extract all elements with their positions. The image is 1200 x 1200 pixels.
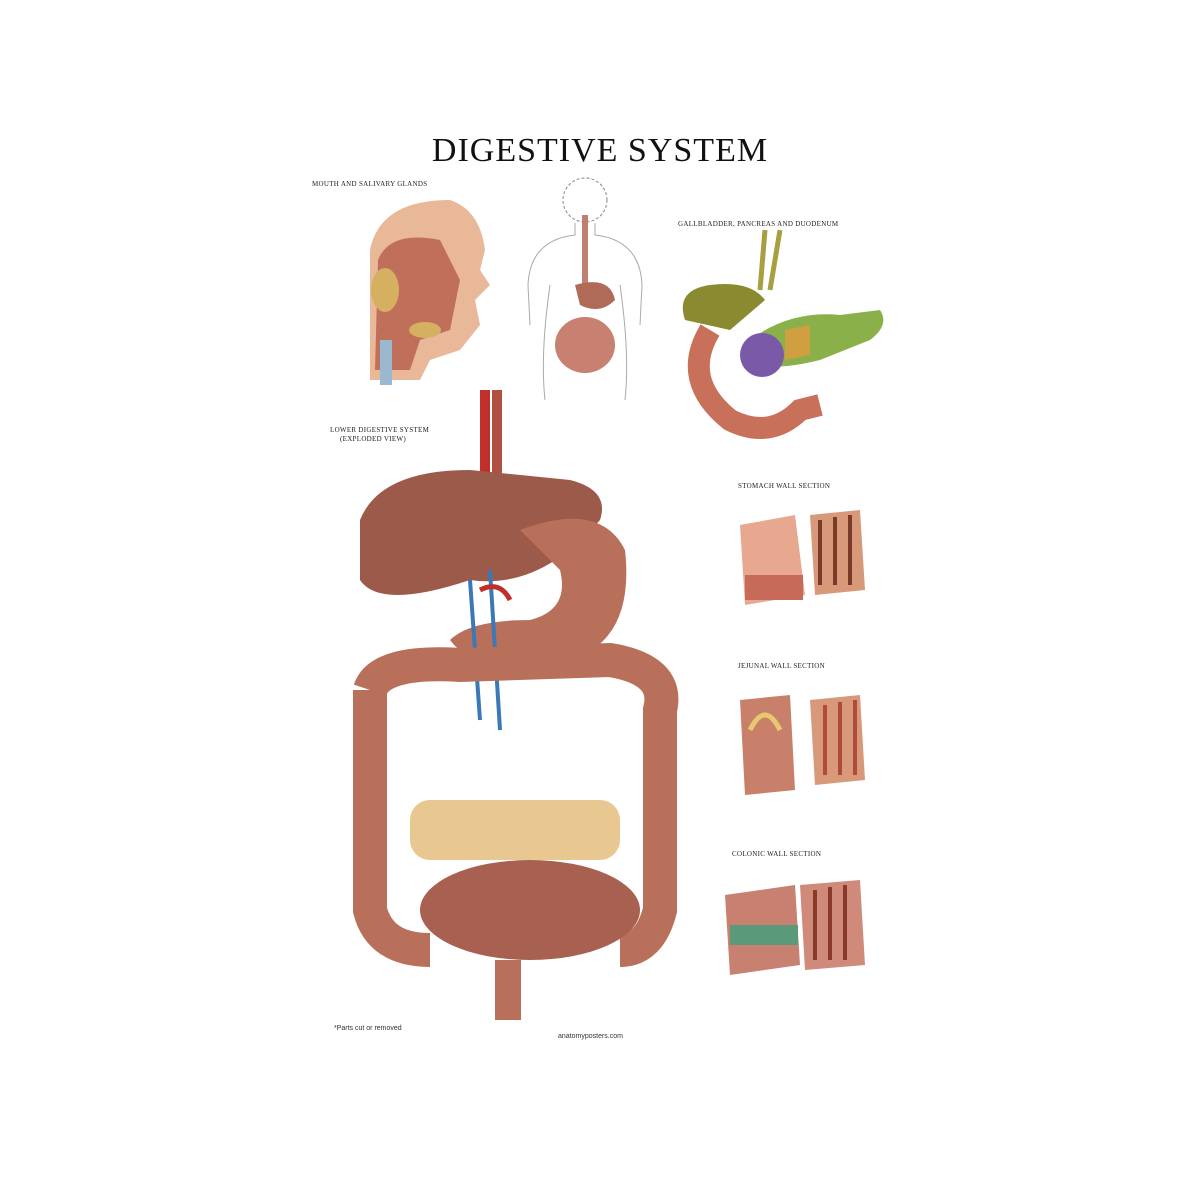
- section-title-mouth: MOUTH AND SALIVARY GLANDS: [312, 180, 428, 188]
- poster-title: DIGESTIVE SYSTEM: [431, 132, 769, 169]
- small-intestine: [420, 860, 640, 960]
- body-overview-illustration: [527, 177, 643, 401]
- colonic-wall-illustration: [725, 880, 865, 975]
- section-title-colonic-wall: COLONIC WALL SECTION: [732, 850, 822, 858]
- section-title-stomach-wall: STOMACH WALL SECTION: [738, 482, 831, 490]
- section-subtitle-lower: (EXPLODED VIEW): [340, 435, 406, 443]
- gallbladder-pancreas-illustration: [682, 230, 884, 439]
- jejunal-wall-illustration: [740, 695, 865, 795]
- section-title-jejunal-wall: JEJUNAL WALL SECTION: [738, 662, 826, 670]
- transverse-colon: [353, 642, 679, 967]
- digestive-system-poster: DIGESTIVE SYSTEM MOUTH AND SALIVARY GLAN…: [300, 120, 900, 1050]
- mouth-illustration: [370, 200, 490, 385]
- liver: [360, 470, 602, 595]
- footnote: *Parts cut or removed: [334, 1025, 402, 1032]
- website: anatomyposters.com: [558, 1033, 623, 1040]
- section-title-lower: LOWER DIGESTIVE SYSTEM: [330, 426, 430, 434]
- rectum: [495, 960, 521, 1020]
- section-title-gallbladder: GALLBLADDER, PANCREAS AND DUODENUM: [678, 220, 839, 228]
- lower-digestive-illustration: [353, 390, 679, 1020]
- stomach-wall-illustration: [740, 510, 865, 605]
